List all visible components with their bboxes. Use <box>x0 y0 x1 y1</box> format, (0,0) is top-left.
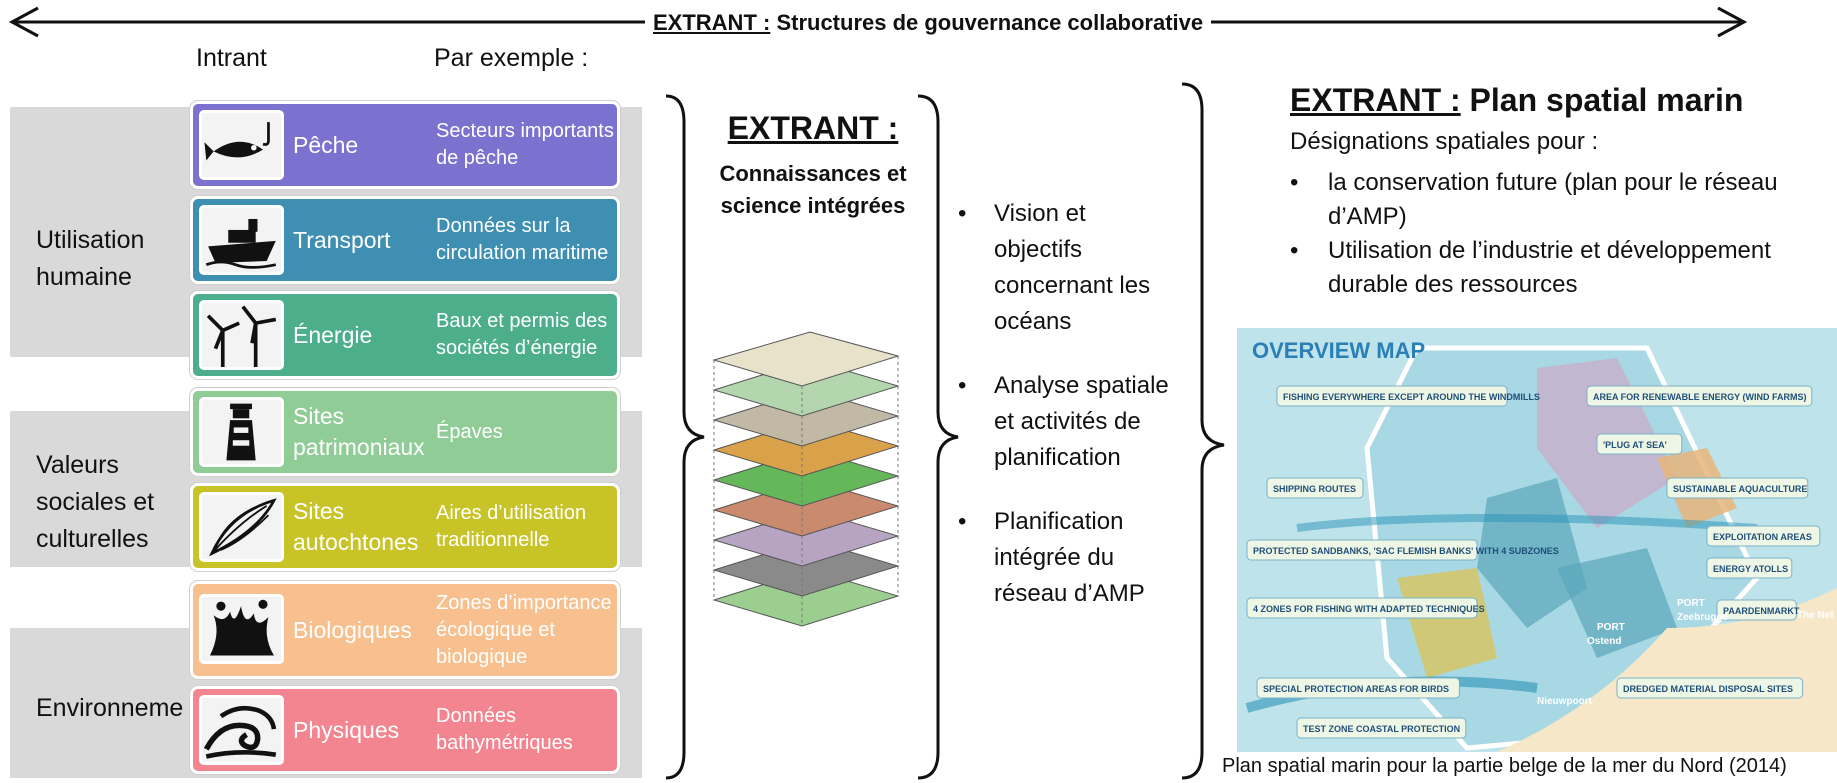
category-label-human-use: Utilisation humaine <box>36 226 145 291</box>
map-label-box <box>1706 525 1821 547</box>
map-label: Ostend <box>1587 636 1621 647</box>
overview-map: FISHING EVERYWHERE EXCEPT AROUND THE WIN… <box>1237 328 1837 752</box>
column-header-input: Intrant <box>196 44 267 72</box>
row-example-biological: Zones d’importance écologique et biologi… <box>436 591 612 668</box>
input-row-energy: Énergie Baux et permis des sociétés d’én… <box>190 291 620 379</box>
map-title: OVERVIEW MAP <box>1252 338 1426 363</box>
map-label: Zeebrugge <box>1677 612 1729 623</box>
column-header-example: Par exemple : <box>434 44 589 72</box>
map-label: PAARDENMARKT <box>1723 606 1800 616</box>
row-name-indigenous: Sites autochtones <box>293 498 419 555</box>
map-label-box <box>1256 677 1460 699</box>
map-label: ENERGY ATOLLS <box>1713 564 1788 574</box>
category-label-social-cultural: Valeurs sociales et culturelles <box>36 451 155 553</box>
bullet-vision: Vision et objectifs concernant les océan… <box>958 196 1178 340</box>
row-example-fishing: Secteurs importants de pêche <box>436 120 614 169</box>
row-example-indigenous: Aires d’utilisation traditionnelle <box>436 502 587 551</box>
governance-title-rest: Structures de gouvernance collaborative <box>770 10 1204 35</box>
map-label-box <box>1716 599 1797 621</box>
map-label-box <box>1266 477 1364 499</box>
layer-stack <box>712 331 900 627</box>
map-label-box <box>1246 597 1478 619</box>
input-row-biological: Biologiques Zones d’importance écologiqu… <box>190 581 620 679</box>
governance-output-title: EXTRANT : Structures de gouvernance coll… <box>645 10 1212 36</box>
designation-conservation: la conservation future (plan pour le rés… <box>1290 166 1830 234</box>
map-label-box <box>1246 539 1478 561</box>
knowledge-output-title: EXTRANT : <box>727 110 899 146</box>
marine-plan-title-prefix: EXTRANT : <box>1290 82 1461 118</box>
stacked-map-layers-graphic <box>712 331 900 627</box>
spatial-designations-intro: Désignations spatiales pour : <box>1290 128 1599 155</box>
map-label: TEST ZONE COASTAL PROTECTION <box>1303 724 1460 734</box>
map-label-box <box>1596 433 1683 455</box>
map-label: Nieuwpoort <box>1537 696 1593 707</box>
wind-turbine-icon <box>199 300 284 370</box>
map-label-box <box>1706 557 1793 579</box>
row-name-heritage: Sites patrimoniaux <box>293 403 425 460</box>
category-label-environment: Environneme <box>36 694 184 722</box>
input-row-fishing: Pêche Secteurs importants de pêche <box>190 101 620 189</box>
bullet-spatial-analysis: Analyse spatiale et activités de planifi… <box>958 368 1178 476</box>
map-label-box <box>1586 385 1813 407</box>
marine-plan-title-rest: Plan spatial marin <box>1460 82 1744 118</box>
map-label: PROTECTED SANDBANKS, 'SAC FLEMISH BANKS'… <box>1253 546 1559 556</box>
coral-icon <box>199 594 284 664</box>
map-label: 'PLUG AT SEA' <box>1603 440 1667 450</box>
map-label-box <box>1276 385 1508 407</box>
left-brace-open <box>665 94 705 780</box>
bullet-mpa-network: Planification intégrée du réseau d’AMP <box>958 504 1178 612</box>
map-label: The Net <box>1797 610 1834 621</box>
row-name-physical: Physiques <box>293 716 400 743</box>
row-name-fishing: Pêche <box>293 131 359 158</box>
map-label: DREDGED MATERIAL DISPOSAL SITES <box>1623 684 1793 694</box>
row-example-physical: Données bathymétriques <box>436 705 573 754</box>
input-row-transport: Transport Données sur la circulation mar… <box>190 196 620 284</box>
row-example-transport: Données sur la circulation maritime <box>436 215 609 264</box>
map-label: PORT <box>1677 598 1705 609</box>
middle-brace-close <box>917 94 959 780</box>
wave-icon <box>199 695 284 765</box>
marine-spatial-plan-title: EXTRANT : Plan spatial marin <box>1290 82 1743 119</box>
row-example-energy: Baux et permis des sociétés d’énergie <box>436 310 608 359</box>
map-label-box <box>1666 477 1809 499</box>
map-label: FISHING EVERYWHERE EXCEPT AROUND THE WIN… <box>1283 392 1540 402</box>
fish-icon <box>199 110 284 180</box>
row-name-energy: Énergie <box>293 321 373 348</box>
ship-icon <box>199 205 284 275</box>
map-label-box <box>1616 677 1804 699</box>
input-row-physical: Physiques Données bathymétriques <box>190 686 620 774</box>
governance-title-prefix: EXTRANT : <box>653 10 771 35</box>
lighthouse-icon <box>199 397 284 467</box>
map-label: PORT <box>1597 622 1625 633</box>
input-row-heritage: Sites patrimoniaux Épaves <box>190 388 620 476</box>
planning-bullets: Vision et objectifs concernant les océan… <box>958 196 1178 640</box>
input-row-indigenous: Sites autochtones Aires d’utilisation tr… <box>190 483 620 571</box>
map-label: SHIPPING ROUTES <box>1273 484 1356 494</box>
map-label: SPECIAL PROTECTION AREAS FOR BIRDS <box>1263 684 1449 694</box>
designation-industry: Utilisation de l’industrie et développem… <box>1290 234 1830 302</box>
map-label: 4 ZONES FOR FISHING WITH ADAPTED TECHNIQ… <box>1253 604 1485 614</box>
row-name-biological: Biologiques <box>293 616 412 643</box>
map-caption: Plan spatial marin pour la partie belge … <box>1222 755 1787 777</box>
map-label: EXPLOITATION AREAS <box>1713 532 1812 542</box>
feather-icon <box>199 492 284 562</box>
map-label: AREA FOR RENEWABLE ENERGY (WIND FARMS) <box>1593 392 1807 402</box>
row-name-transport: Transport <box>293 226 391 253</box>
map-label-box <box>1296 717 1467 739</box>
map-label: SUSTAINABLE AQUACULTURE <box>1673 484 1807 494</box>
knowledge-output-subtitle: Connaissances et science intégrées <box>719 161 907 218</box>
spatial-designations-list: la conservation future (plan pour le rés… <box>1290 166 1830 302</box>
right-brace-close <box>1181 82 1225 780</box>
row-example-heritage: Épaves <box>436 420 503 443</box>
